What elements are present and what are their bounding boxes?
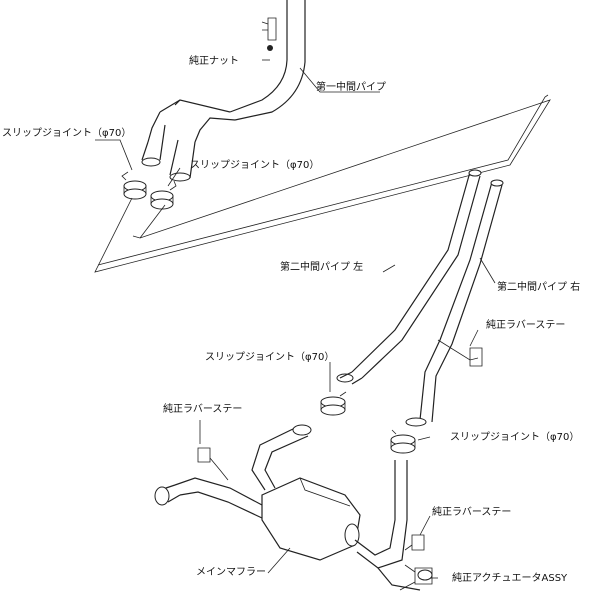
label-second-mid-pipe-right: 第二中間パイプ 右 xyxy=(497,280,580,293)
label-slip-joint-mid: スリップジョイント（φ70） xyxy=(205,351,334,363)
label-actuator-assy: 純正アクチュエータASSY xyxy=(452,571,568,584)
label-slip-joint-left: スリップジョイント（φ70） xyxy=(2,127,131,139)
label-junsei-nut: 純正ナット xyxy=(189,54,239,67)
main-muffler xyxy=(154,424,433,591)
label-rubber-stay-upper: 純正ラバーステー xyxy=(486,318,565,331)
slip-joint-lower xyxy=(390,429,416,454)
first-mid-pipe xyxy=(141,0,306,182)
rubber-stay-lower-part xyxy=(404,534,425,551)
slip-joint-left-top xyxy=(121,171,147,200)
label-slip-joint-center: スリップジョイント（φ70） xyxy=(190,159,319,171)
actuator-part xyxy=(399,564,433,591)
label-first-mid-pipe: 第一中間パイプ xyxy=(316,80,386,93)
label-rubber-stay-lower: 純正ラバーステー xyxy=(432,505,511,518)
second-mid-pipe-right xyxy=(405,179,504,427)
slip-joint-mid xyxy=(320,391,347,416)
second-mid-pipe-left xyxy=(336,169,482,385)
label-rubber-stay-left: 純正ラバーステー xyxy=(163,402,242,415)
leader-lines xyxy=(95,59,496,579)
slip-joint-center-top xyxy=(150,180,177,210)
assembly-guide-line xyxy=(94,94,551,273)
label-slip-joint-lower: スリップジョイント（φ70） xyxy=(450,431,579,443)
label-main-muffler: メインマフラー xyxy=(196,566,266,578)
label-second-mid-pipe-left: 第二中間パイプ 左 xyxy=(280,260,363,273)
